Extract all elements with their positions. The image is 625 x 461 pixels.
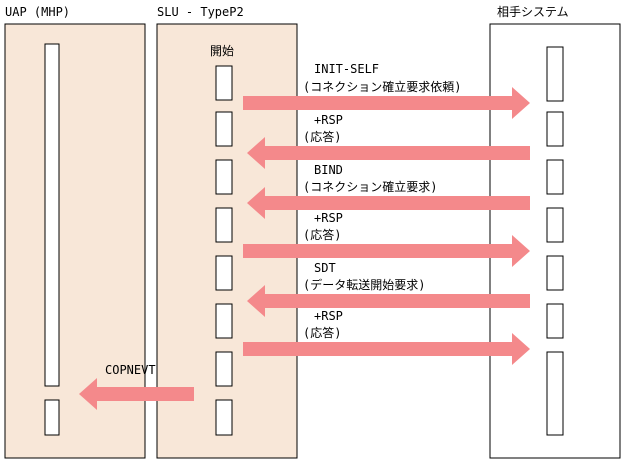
msg-rsp-1-desc: (応答): [303, 129, 341, 144]
partner-activation-bar: [546, 207, 564, 243]
slu-activation-bar: [215, 303, 233, 339]
slu-activation-bar: [215, 255, 233, 291]
msg-sdt-name: SDT: [314, 261, 336, 275]
arrow-rsp-3: [243, 333, 530, 365]
slu-activation-bar: [215, 65, 233, 101]
msg-bind-name: BIND: [314, 163, 343, 177]
slu-activation-bar: [215, 399, 233, 436]
msg-rsp-2-desc: (応答): [303, 227, 341, 242]
arrow-rsp-1: [247, 137, 530, 169]
slu-activation-bar: [215, 111, 233, 147]
partner-activation-bar: [546, 111, 564, 147]
slu-activation-bar: [215, 159, 233, 195]
partner-activation-bar: [546, 46, 564, 102]
arrow-init-self: [243, 87, 530, 119]
arrow-bind: [247, 187, 530, 219]
arrow-rsp-2: [243, 235, 530, 267]
slu-lane-title: SLU - TypeP2: [157, 5, 244, 19]
uap-activation-bar-main: [44, 43, 60, 387]
uap-activation-bar-end: [44, 399, 60, 436]
arrow-sdt: [247, 285, 530, 317]
msg-bind-desc: (コネクション確立要求): [303, 179, 437, 194]
msg-rsp-3-name: +RSP: [314, 309, 343, 323]
msg-rsp-2-name: +RSP: [314, 211, 343, 225]
partner-activation-bar: [546, 351, 564, 436]
uap-lane-title: UAP (MHP): [5, 5, 70, 19]
uap-lane: [4, 23, 146, 459]
msg-copnevt-name: COPNEVT: [105, 363, 156, 377]
msg-sdt-desc: (データ転送開始要求): [303, 277, 425, 292]
slu-activation-bar: [215, 351, 233, 387]
arrow-copnevt: [79, 378, 194, 410]
partner-activation-bar: [546, 159, 564, 195]
msg-init-self-name: INIT-SELF: [314, 62, 379, 76]
msg-init-self-desc: (コネクション確立要求依頼): [303, 79, 461, 94]
msg-rsp-1-name: +RSP: [314, 113, 343, 127]
partner-activation-bar: [546, 255, 564, 291]
partner-activation-bar: [546, 303, 564, 339]
slu-activation-bar: [215, 207, 233, 243]
msg-rsp-3-desc: (応答): [303, 325, 341, 340]
slu-start-label: 開始: [210, 44, 234, 58]
partner-lane-title: 相手システム: [497, 5, 569, 19]
